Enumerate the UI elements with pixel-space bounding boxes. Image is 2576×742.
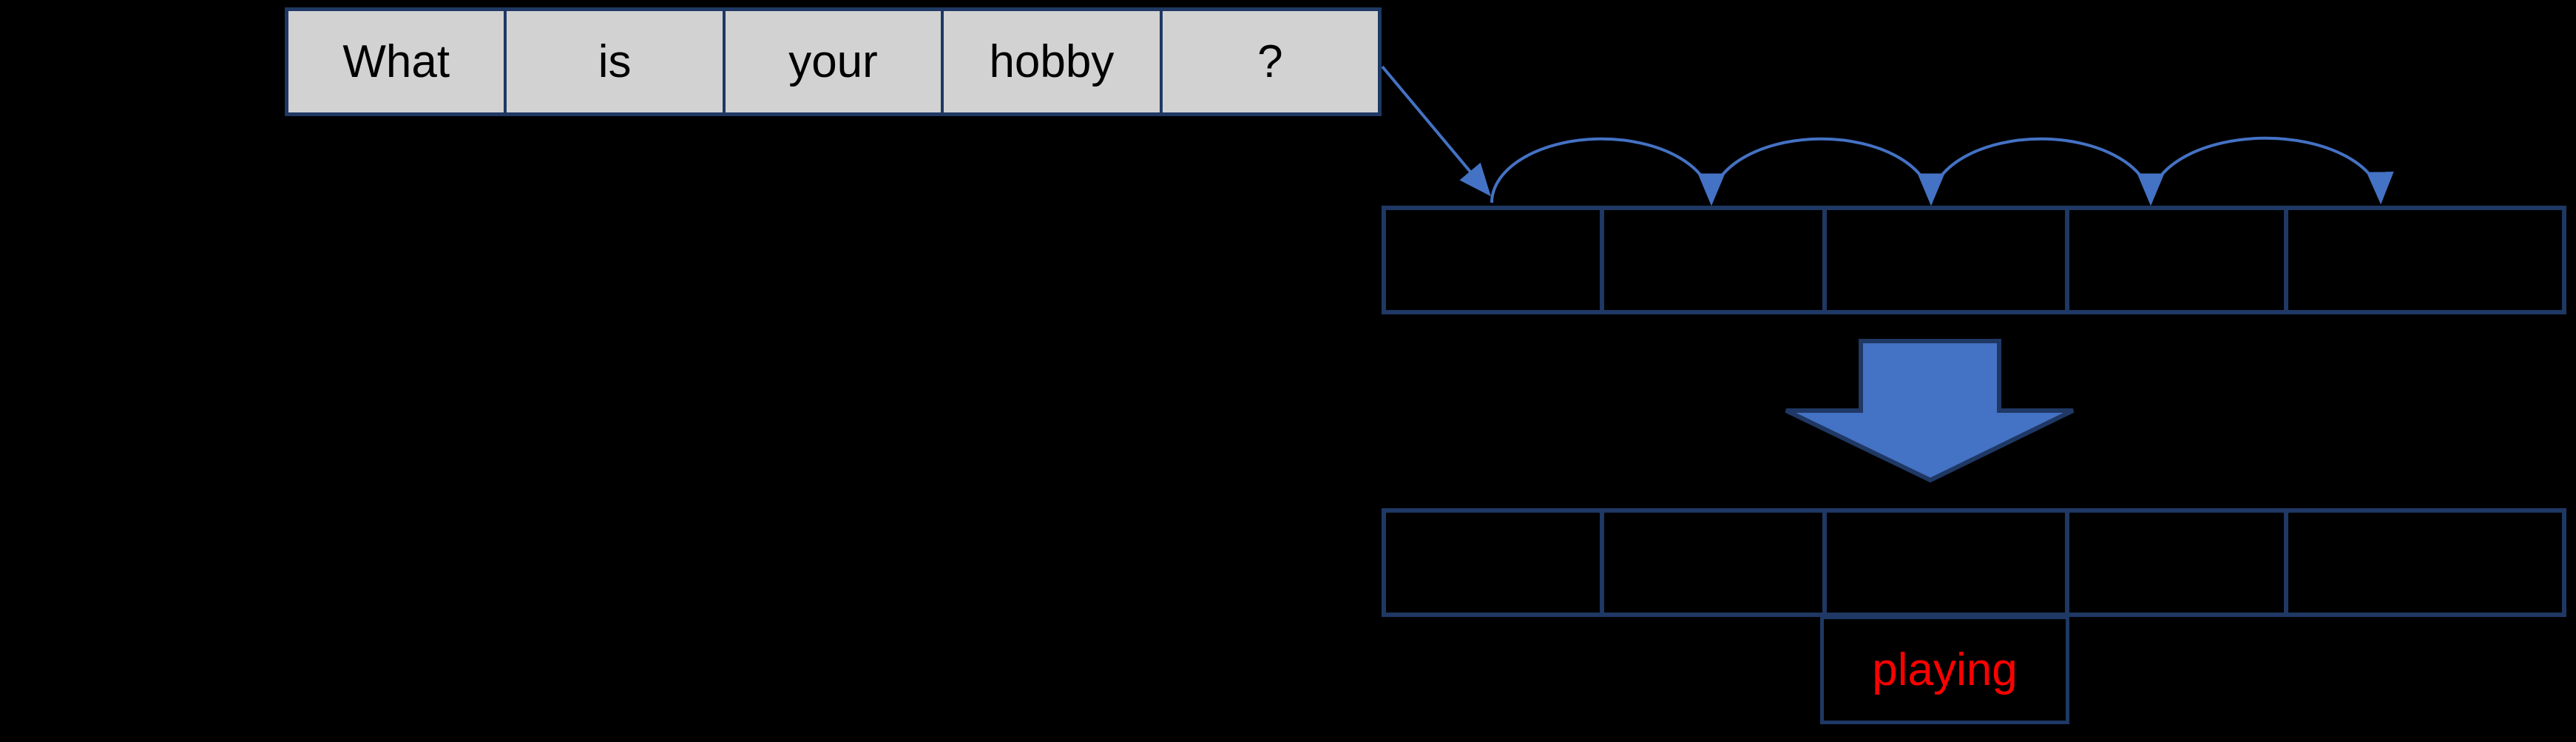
hop-arc-icon-1 [1490,137,1725,206]
cell-divider [2284,513,2288,613]
predicted-word-label: playing [1872,644,2018,695]
cell-divider [2065,513,2069,613]
predicted-word-box: playing [1820,615,2069,724]
cell-divider [2065,210,2069,310]
word-cell: ? [1162,11,1379,112]
word-cell: your [725,11,944,112]
sentence-row: What is your hobby ? [285,7,1382,116]
token-row-top [1382,206,2566,314]
token-row-bottom [1382,508,2566,617]
cell-divider [1600,210,1604,310]
hop-arc-icon-3 [1930,137,2165,206]
hop-arc-icon-2 [1710,137,1945,206]
word-cell: What [288,11,507,112]
hop-arc-icon-4 [2149,136,2394,205]
big-down-arrow-icon [1785,339,2075,483]
cell-divider [1822,513,1827,613]
word-cell: hobby [944,11,1163,112]
cell-divider [1822,210,1827,310]
cell-divider [2284,210,2288,310]
word-cell: is [507,11,726,112]
cell-divider [1600,513,1604,613]
input-arrow-icon [1381,65,1491,197]
